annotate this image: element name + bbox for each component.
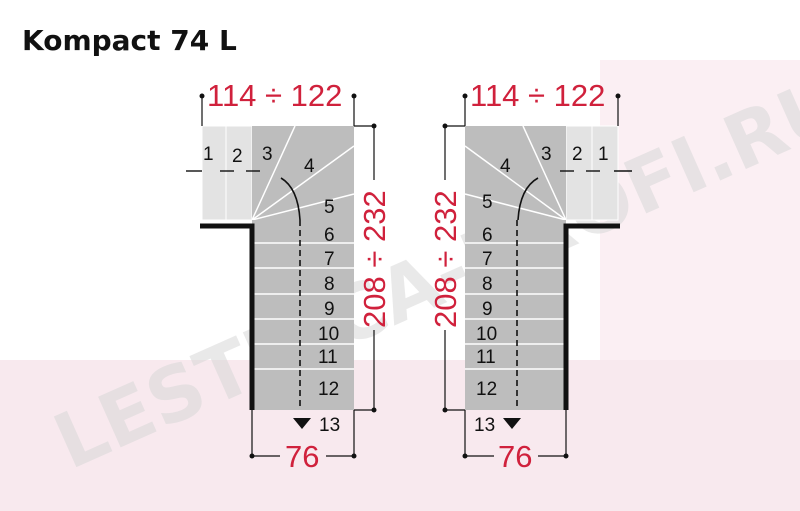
background-band-top [600,60,800,360]
left-width-dimension: 114 ÷ 122 [207,78,342,113]
step-3: 3 [262,144,273,165]
landing-1 [591,125,619,221]
step-9: 9 [482,299,493,320]
background-band [0,360,800,511]
step-5: 5 [482,192,493,213]
step-12: 12 [476,379,497,400]
triangle-down-icon [503,418,521,429]
step-4: 4 [500,156,511,177]
step-7: 7 [482,249,493,270]
step-9: 9 [324,299,335,320]
step-6: 6 [482,225,493,246]
step-7: 7 [324,249,335,270]
step-2: 2 [232,146,243,167]
step-13: 13 [319,415,340,436]
winder-area [252,126,354,220]
step-2: 2 [572,144,583,165]
step-13: 13 [474,415,495,436]
left-bottom-dimension: 76 [285,439,319,474]
right-height-dimension: 208 ÷ 232 [428,190,463,328]
step-1: 1 [203,144,214,165]
step-12: 12 [318,379,339,400]
step-10: 10 [318,324,339,345]
step-8: 8 [324,274,335,295]
winder-area [465,126,566,220]
left-stair: 1 2 3 4 5 6 7 8 9 10 11 12 13 114 ÷ 122 … [186,78,392,474]
right-stair: 1 2 3 4 5 6 7 8 9 10 11 12 13 114 ÷ 122 … [428,78,632,474]
step-11: 11 [318,347,338,368]
left-height-dimension: 208 ÷ 232 [357,190,392,328]
landing-1 [201,125,227,221]
step-4: 4 [304,156,315,177]
triangle-down-icon [293,418,311,429]
straight-run [252,220,354,410]
page-title: Kompact 74 L [22,24,237,57]
step-10: 10 [476,324,497,345]
right-bottom-dimension: 76 [498,439,532,474]
step-5: 5 [324,197,335,218]
step-1: 1 [598,144,609,165]
straight-run [465,220,566,410]
step-11: 11 [476,347,496,368]
step-3: 3 [541,144,552,165]
step-6: 6 [324,225,335,246]
right-width-dimension: 114 ÷ 122 [470,78,605,113]
landing-2 [225,125,253,221]
landing-2 [565,125,593,221]
step-8: 8 [482,274,493,295]
